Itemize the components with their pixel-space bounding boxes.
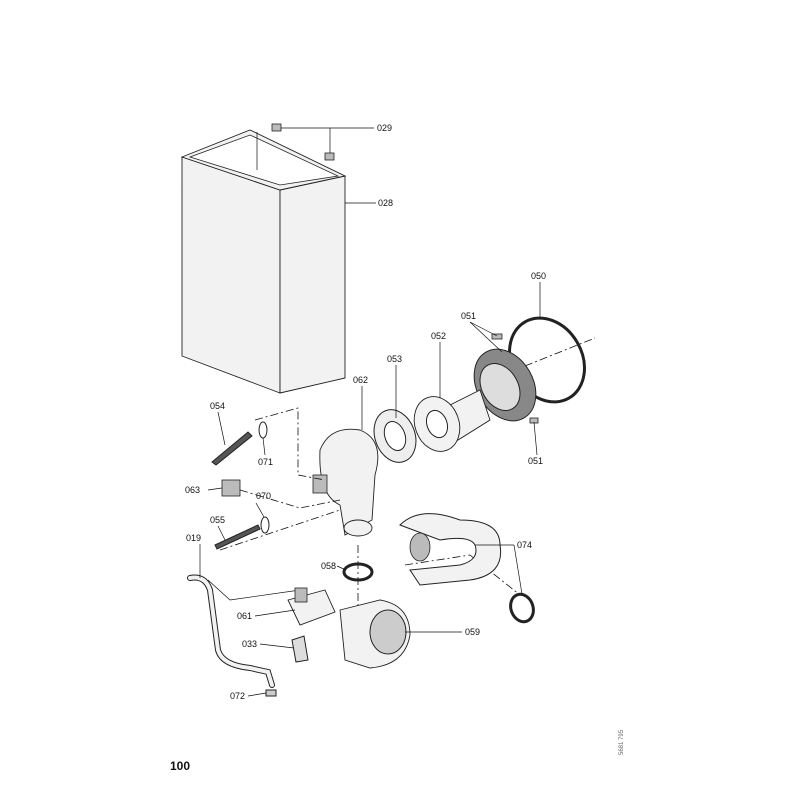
part-072-gasket (265, 689, 277, 697)
label-059: 059 (465, 627, 480, 637)
part-052-burner-tube (413, 389, 491, 452)
label-074: 074 (517, 540, 532, 550)
leader-lines (199, 127, 541, 697)
label-071: 071 (258, 457, 273, 467)
part-028-casing (180, 129, 347, 394)
label-058: 058 (321, 561, 336, 571)
label-061: 061 (237, 611, 252, 621)
page-number: 100 (170, 759, 190, 773)
part-061-gas-valve (287, 587, 336, 626)
label-028: 028 (378, 198, 393, 208)
label-051: 051 (461, 311, 476, 321)
label-033: 033 (242, 639, 257, 649)
part-062-mixing-housing (312, 428, 379, 537)
part-074-air-intake-hose (399, 513, 502, 586)
label-070: 070 (256, 491, 271, 501)
document-number: 5681 795 (619, 729, 625, 755)
part-063-ignition-unit (221, 479, 241, 497)
part-070-gasket (260, 516, 270, 534)
label-054: 054 (210, 401, 225, 411)
label-019: 019 (186, 533, 201, 543)
part-059-fan (339, 599, 411, 669)
label-072: 072 (230, 691, 245, 701)
part-054-ignition-electrode (211, 431, 253, 466)
part-051-burner-flange (473, 333, 539, 424)
label-063: 063 (185, 485, 200, 495)
label-055: 055 (210, 515, 225, 525)
label-052: 052 (431, 331, 446, 341)
label-050: 050 (531, 271, 546, 281)
label-062: 062 (353, 375, 368, 385)
label-051-lower: 051 (528, 456, 543, 466)
part-029-clips (271, 123, 335, 161)
label-053: 053 (387, 354, 402, 364)
part-055-ionisation-electrode (214, 524, 261, 550)
part-058-gasket (342, 562, 374, 582)
label-029: 029 (377, 123, 392, 133)
part-071-gasket (258, 421, 268, 439)
part-033-clip (291, 635, 309, 663)
